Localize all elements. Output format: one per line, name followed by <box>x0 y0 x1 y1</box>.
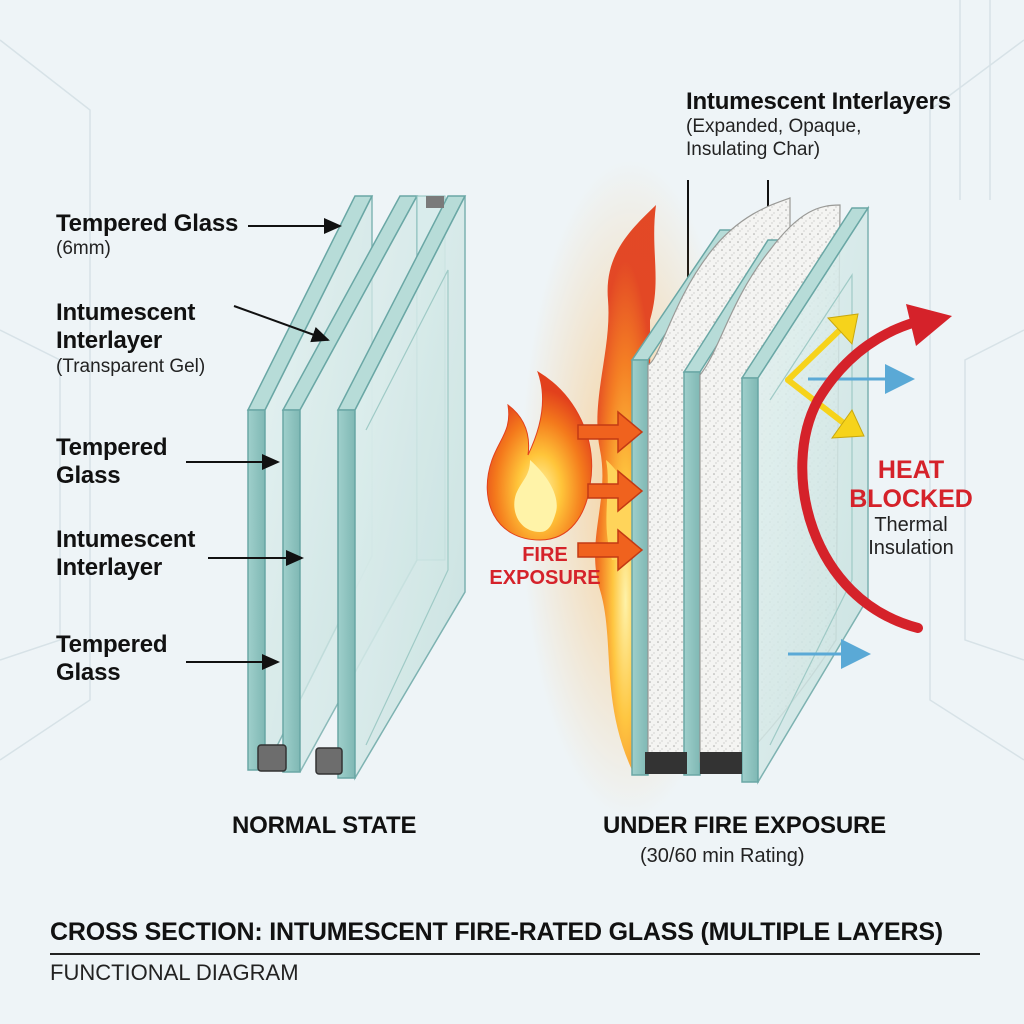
label-title: Intumescent Interlayers <box>686 88 951 115</box>
heat-blocked-label: HEAT BLOCKED Thermal Insulation <box>846 456 976 560</box>
caption-rating: (30/60 min Rating) <box>640 845 805 867</box>
label-expanded-interlayers: Intumescent Interlayers (Expanded, Opaqu… <box>686 88 951 161</box>
label-note-1: (Expanded, Opaque, <box>686 116 862 138</box>
heat-label-line3: Thermal <box>874 513 948 536</box>
fire-state-glass-unit <box>630 197 870 785</box>
label-title: Tempered <box>56 434 168 461</box>
label-note: (Transparent Gel) <box>56 355 206 377</box>
fire-arrows <box>577 410 644 572</box>
footer-divider <box>50 953 980 955</box>
heat-transfer-arrows <box>788 364 915 669</box>
label-title: Intumescent <box>56 299 196 326</box>
normal-state-glass-unit <box>246 195 467 781</box>
heat-label-line4: Insulation <box>868 536 954 559</box>
footer-subtitle: FUNCTIONAL DIAGRAM <box>50 960 299 985</box>
label-intumescent-interlayer-2: Intumescent Interlayer <box>56 526 195 583</box>
background-lines <box>0 0 1024 761</box>
fire-source-icon <box>486 370 593 541</box>
label-tempered-glass-3: Tempered Glass <box>56 631 168 688</box>
label-intumescent-interlayer-1: Intumescent Interlayer (Transparent Gel) <box>56 299 205 378</box>
label-note-2: Insulating Char) <box>686 138 821 160</box>
label-tempered-glass-1: Tempered Glass (6mm) <box>56 210 238 261</box>
fire-exposure-label: FIRE EXPOSURE <box>480 544 610 590</box>
heat-label-line2: BLOCKED <box>849 484 973 513</box>
footer-title: CROSS SECTION: INTUMESCENT FIRE-RATED GL… <box>50 918 943 946</box>
label-title-line2: Interlayer <box>56 554 163 582</box>
label-note: (6mm) <box>56 238 111 260</box>
label-title-line2: Interlayer <box>56 327 163 355</box>
label-title: Tempered Glass <box>56 210 239 237</box>
heat-reflect-arrows <box>785 313 865 439</box>
label-title: Tempered <box>56 631 168 658</box>
heat-label-line1: HEAT <box>877 456 945 484</box>
caption-under-fire: UNDER FIRE EXPOSURE <box>603 812 886 839</box>
fire-label-line2: EXPOSURE <box>489 567 601 589</box>
pane-3 <box>336 195 467 781</box>
heat-blocked-arrow <box>797 304 952 633</box>
caption-normal-state: NORMAL STATE <box>232 812 417 839</box>
fire-label-line1: FIRE <box>522 544 568 566</box>
label-title-line2: Glass <box>56 462 121 490</box>
label-title-line2: Glass <box>56 659 121 687</box>
label-title: Intumescent <box>56 526 196 553</box>
label-tempered-glass-2: Tempered Glass <box>56 434 168 491</box>
